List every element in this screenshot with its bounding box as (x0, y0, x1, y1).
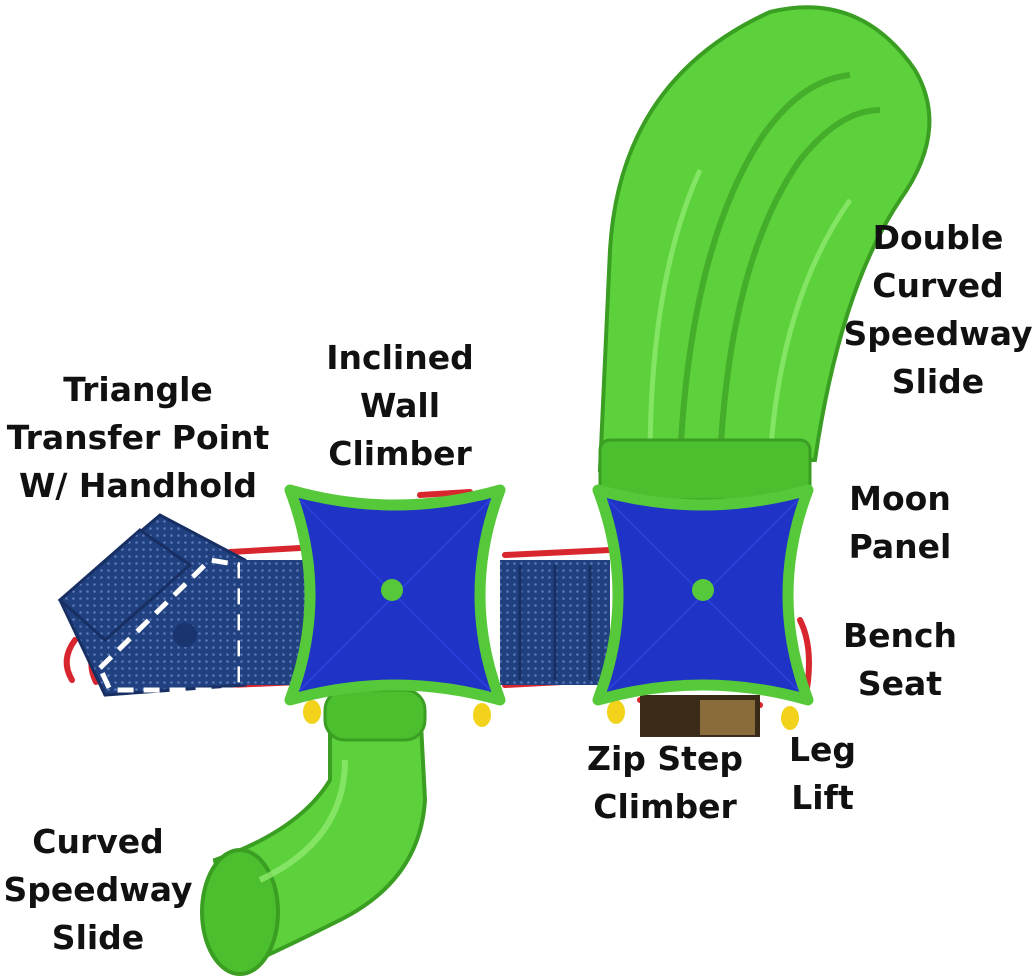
label-line: Speedway (843, 314, 1033, 353)
label-line: Moon (849, 479, 951, 518)
label-line: Climber (328, 434, 472, 473)
left-roof (284, 484, 506, 706)
label-line: Transfer Point (6, 418, 270, 457)
label-zip-step-climber: Zip Step Climber (570, 735, 760, 831)
label-line: Seat (857, 664, 943, 703)
label-line: Zip Step (587, 739, 743, 778)
label-line: Climber (593, 787, 737, 826)
label-line: Wall (359, 386, 441, 425)
label-line: Triangle (63, 370, 213, 409)
label-curved-speedway-slide: Curved Speedway Slide (0, 818, 196, 962)
label-line: Bench (842, 616, 958, 655)
label-line: Curved (32, 822, 164, 861)
label-line: Double (872, 218, 1004, 257)
label-line: W/ Handhold (18, 466, 258, 505)
label-line: Panel (848, 527, 952, 566)
label-moon-panel: Moon Panel (830, 475, 970, 571)
label-line: Leg (788, 730, 857, 769)
label-line: Speedway (3, 870, 193, 909)
label-line: Inclined (326, 338, 474, 377)
label-line: Slide (51, 918, 145, 957)
label-double-curved-speedway-slide: Double Curved Speedway Slide (840, 214, 1036, 406)
label-line: Curved (872, 266, 1004, 305)
double-curved-speedway-slide (597, 5, 932, 502)
zip-step-climber (640, 695, 760, 737)
label-leg-lift: Leg Lift (770, 726, 875, 822)
yellow-accents (303, 700, 799, 730)
label-triangle-transfer-point: Triangle Transfer Point W/ Handhold (0, 366, 276, 510)
curved-speedway-slide (200, 688, 428, 976)
label-line: Lift (791, 778, 854, 817)
bridge-walkway (240, 560, 610, 685)
label-inclined-wall-climber: Inclined Wall Climber (310, 334, 490, 478)
right-roof (592, 484, 814, 706)
triangle-transfer-point (57, 513, 247, 697)
label-bench-seat: Bench Seat (825, 612, 975, 708)
label-line: Slide (891, 362, 985, 401)
